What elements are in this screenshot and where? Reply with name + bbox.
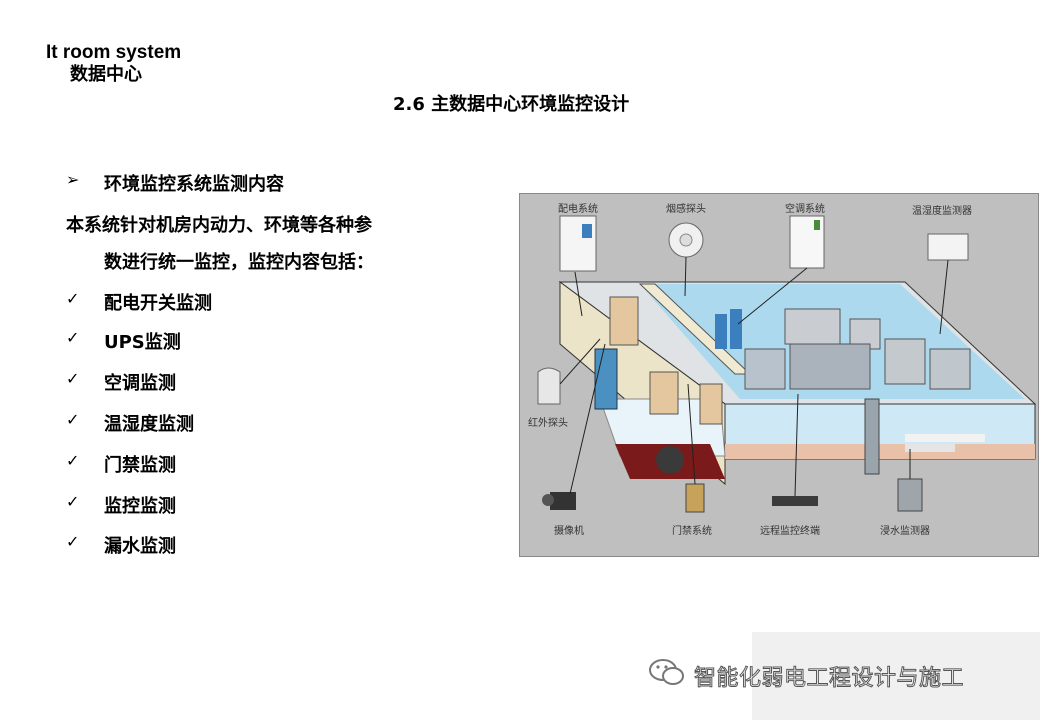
wechat-icon	[649, 659, 684, 685]
arrow-bullet-icon: ➢	[66, 170, 80, 189]
label-camera: 摄像机	[554, 524, 584, 537]
check-icon: ✓	[66, 410, 80, 429]
label-ac: 空调系统	[785, 202, 825, 215]
watermark-panel	[752, 632, 1040, 720]
label-remote: 远程监控终端	[760, 524, 820, 537]
check-icon: ✓	[66, 289, 80, 308]
check-icon: ✓	[66, 369, 80, 388]
check-icon: ✓	[66, 451, 80, 470]
label-water: 浸水监测器	[880, 524, 930, 537]
header-en: It room system	[46, 42, 182, 63]
label-smoke: 烟感探头	[666, 202, 706, 215]
label-temp: 温湿度监测器	[912, 204, 972, 217]
label-ir: 红外探头	[528, 416, 568, 429]
watermark-text: 智能化弱电工程设计与施工	[693, 666, 965, 692]
check-icon: ✓	[66, 492, 80, 511]
check-icon: ✓	[66, 532, 80, 551]
intro-line-1: 本系统针对机房内动力、环境等各种参	[66, 215, 372, 236]
intro-line-2: 数进行统一监控，监控内容包括：	[104, 252, 374, 273]
page-title: 2.6 主数据中心环境监控设计	[393, 94, 630, 115]
check-icon: ✓	[66, 328, 80, 347]
monitoring-diagram: 配电系统 烟感探头 空调系统 温湿度监测器 红外探头 摄像机 门禁系统 远程监控…	[519, 193, 1039, 557]
label-door: 门禁系统	[672, 524, 712, 537]
label-power: 配电系统	[558, 202, 598, 215]
header-cn: 数据中心	[70, 64, 142, 85]
